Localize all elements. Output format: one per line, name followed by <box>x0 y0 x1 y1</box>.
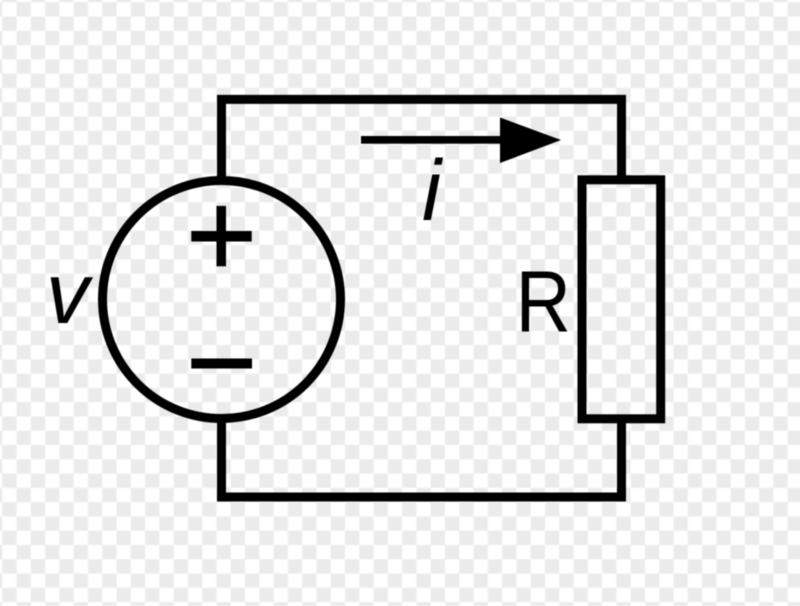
svg-text:R: R <box>516 254 571 351</box>
svg-text:v: v <box>46 246 94 342</box>
svg-text:i: i <box>422 143 444 239</box>
